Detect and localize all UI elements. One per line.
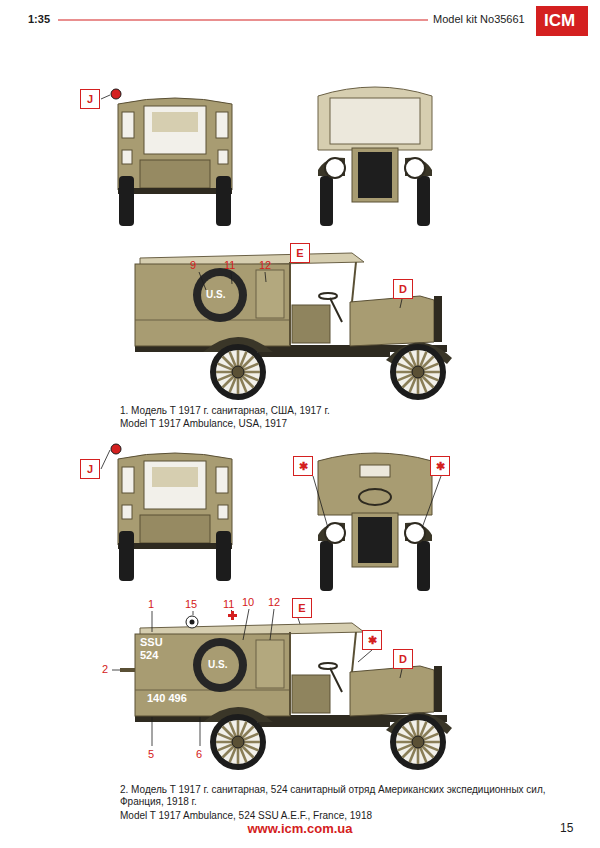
callout-box: ✱ <box>362 630 382 650</box>
callout-box: ✱ <box>293 456 313 476</box>
callout-number: 11 <box>223 598 234 611</box>
callout-number: 10 <box>242 596 254 609</box>
vehicle-marking: SSU <box>140 636 163 649</box>
vehicle-marking: 140 496 <box>147 692 187 705</box>
callout-box: J <box>80 89 100 109</box>
callout-box: D <box>393 279 413 299</box>
caption-en: Model T 1917 Ambulance, 524 SSU A.E.F., … <box>120 810 560 822</box>
callout-number: 11 <box>224 259 235 272</box>
callout-letter: ✱ <box>299 461 308 472</box>
callout-number: 9 <box>190 259 196 272</box>
vehicle-marking: 524 <box>140 649 158 662</box>
callout-letter: ✱ <box>368 635 377 646</box>
callout-box: D <box>393 649 413 669</box>
vehicle-marking: U.S. <box>208 659 227 671</box>
callout-box: E <box>290 243 310 263</box>
caption-en: Model T 1917 Ambulance, USA, 1917 <box>120 418 540 430</box>
callout-number: 5 <box>148 748 154 761</box>
kit-number: Model kit No35661 <box>433 13 525 26</box>
callout-box: ✱ <box>430 456 450 476</box>
caption-ru: 1. Модель T 1917 г. санитарная, США, 191… <box>120 405 540 417</box>
callout-number: 2 <box>102 663 108 676</box>
callout-letter: ✱ <box>436 461 445 472</box>
callout-letter: J <box>87 464 93 475</box>
callout-letter: E <box>296 248 303 259</box>
callout-number: 1 <box>148 598 154 611</box>
callout-box: J <box>80 459 100 479</box>
callout-number: 15 <box>185 598 197 611</box>
caption-ru: 2. Модель T 1917 г. санитарная, 524 сани… <box>120 784 560 807</box>
page-number: 15 <box>560 822 573 836</box>
brand-logo: ICM <box>544 11 575 31</box>
callout-letter: E <box>298 603 305 614</box>
callout-letter: J <box>87 94 93 105</box>
scale-label: 1:35 <box>28 13 50 26</box>
vehicle-marking: U.S. <box>206 289 225 301</box>
website: www.icm.com.ua <box>0 822 600 837</box>
callout-letter: D <box>399 284 407 295</box>
callout-number: 12 <box>259 259 271 272</box>
callout-letter: D <box>399 654 407 665</box>
callout-number: 12 <box>268 596 280 609</box>
callout-number: 6 <box>196 748 202 761</box>
callout-box: E <box>292 598 312 618</box>
